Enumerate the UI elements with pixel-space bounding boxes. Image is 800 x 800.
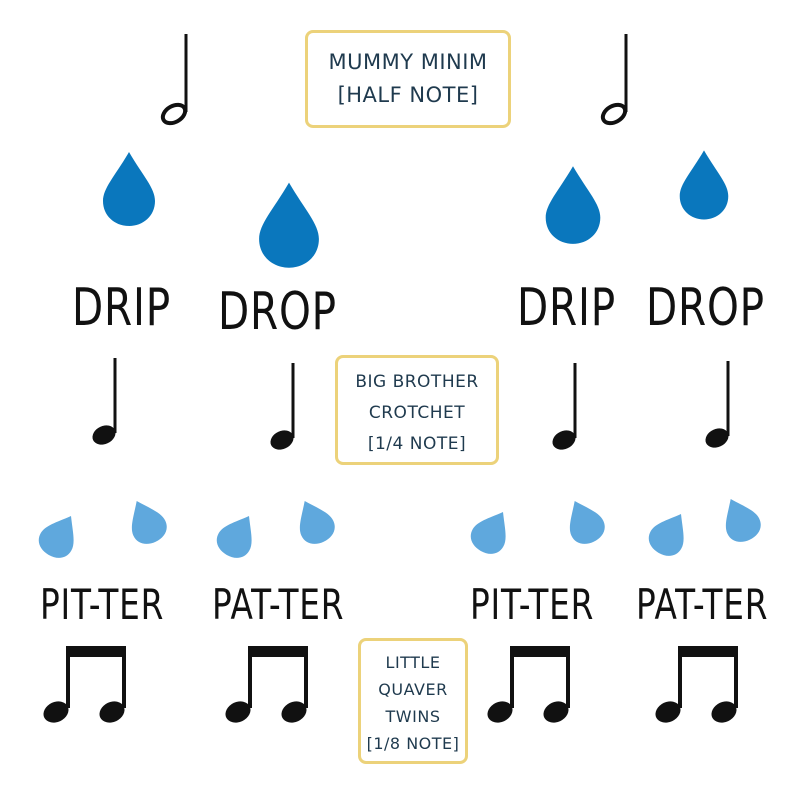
raindrop-icon [470,511,506,554]
beamed-eighth-notes-icon [43,646,126,723]
raindrop-icon [725,499,761,542]
raindrop-icon [131,501,167,544]
crotchet-label-line1: BIG BROTHER [355,372,479,392]
raindrop-icon [648,513,684,556]
quaver-label: LITTLE QUAVER TWINS [1/8 NOTE] [358,638,468,764]
quarter-note-icon [552,363,577,450]
raindrop-icon [103,152,155,226]
quarter-note-icon [270,363,295,450]
half-note-icon [600,34,628,126]
quarter-note-icon [705,361,730,448]
raindrop-icon [216,515,252,558]
quaver-label-line2: QUAVER [378,680,448,699]
quaver-label-line3: TWINS [385,707,441,726]
raindrop-icon [679,150,729,220]
word-patter: PAT-TER [636,580,769,629]
crotchet-label-line3: [1/4 NOTE] [367,434,467,454]
crotchet-label: BIG BROTHER CROTCHET [1/4 NOTE] [335,355,499,465]
word-drip: DRIP [72,278,171,338]
half-note-icon [160,34,188,126]
raindrop-icon [299,501,335,544]
quarter-note-icon [92,358,117,445]
beamed-eighth-notes-icon [487,646,570,723]
crotchet-label-line2: CROTCHET [368,403,466,423]
raindrop-icon [259,182,319,268]
raindrop-icon [545,166,601,244]
raindrop-icon [38,515,74,558]
word-pitter: PIT-TER [470,580,595,629]
beamed-eighth-notes-icon [655,646,738,723]
raindrop-icon [569,501,605,544]
word-patter: PAT-TER [212,580,345,629]
minim-label: MUMMY MINIM [HALF NOTE] [305,30,511,128]
word-drip: DRIP [517,278,616,338]
beamed-eighth-notes-icon [225,646,308,723]
word-drop: DROP [646,278,765,338]
minim-label-line2: [HALF NOTE] [337,83,479,107]
minim-label-line1: MUMMY MINIM [328,50,488,74]
quaver-label-line4: [1/8 NOTE] [366,734,460,753]
word-pitter: PIT-TER [40,580,165,629]
word-drop: DROP [218,282,337,342]
quaver-label-line1: LITTLE [385,653,441,672]
